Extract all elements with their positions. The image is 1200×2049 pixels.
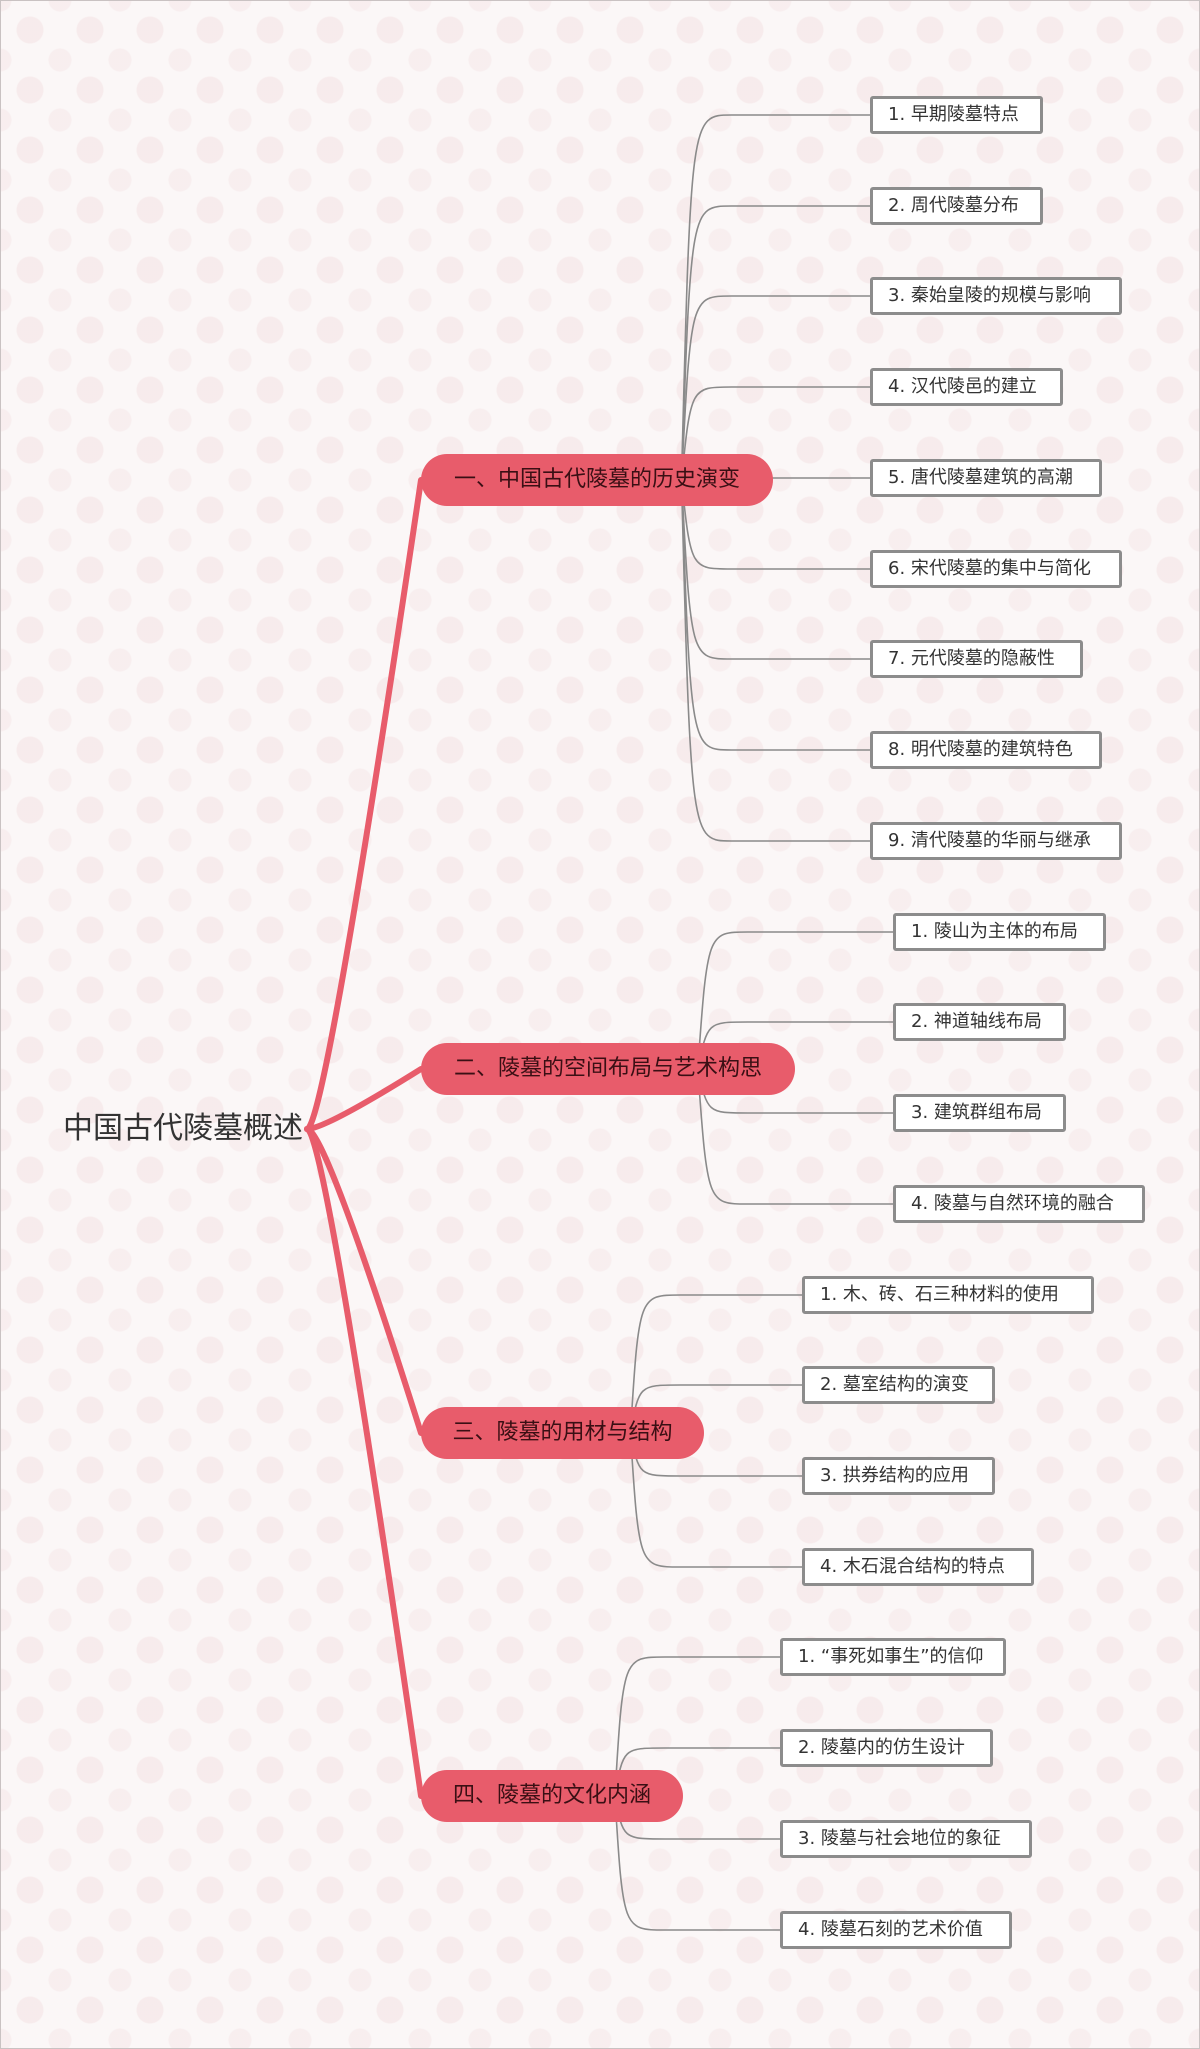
leaf-connector <box>680 114 871 481</box>
leaf-connector <box>680 295 871 481</box>
leaf-history-2[interactable]: 2. 周代陵墓分布 <box>870 187 1043 225</box>
leaf-connector <box>680 479 871 751</box>
leaf-connector <box>680 479 871 570</box>
leaf-connector <box>614 1795 781 1931</box>
branch-history[interactable]: 一、中国古代陵墓的历史演变 <box>421 454 773 506</box>
leaf-spatial-4[interactable]: 4. 陵墓与自然环境的融合 <box>893 1185 1145 1223</box>
leaf-connector <box>696 931 894 1070</box>
leaf-connector <box>680 479 871 660</box>
leaf-materials-4[interactable]: 4. 木石混合结构的特点 <box>802 1548 1034 1586</box>
leaf-spatial-3[interactable]: 3. 建筑群组布局 <box>893 1094 1066 1132</box>
leaf-culture-4[interactable]: 4. 陵墓石刻的艺术价值 <box>780 1911 1012 1949</box>
branch-cultural-meaning[interactable]: 四、陵墓的文化内涵 <box>421 1770 683 1822</box>
branch-spatial-layout[interactable]: 二、陵墓的空间布局与艺术构思 <box>421 1043 795 1095</box>
leaf-spatial-2[interactable]: 2. 神道轴线布局 <box>893 1003 1066 1041</box>
branch-connector <box>304 1126 424 1799</box>
leaf-connector <box>629 1294 803 1434</box>
leaf-connector <box>680 386 871 481</box>
leaf-connector <box>629 1432 803 1568</box>
leaf-history-4[interactable]: 4. 汉代陵邑的建立 <box>870 368 1063 406</box>
leaf-history-1[interactable]: 1. 早期陵墓特点 <box>870 96 1043 134</box>
leaf-history-6[interactable]: 6. 宋代陵墓的集中与简化 <box>870 550 1122 588</box>
central-topic: 中国古代陵墓概述 <box>63 1111 303 1146</box>
leaf-materials-3[interactable]: 3. 拱券结构的应用 <box>802 1457 995 1495</box>
leaf-materials-1[interactable]: 1. 木、砖、石三种材料的使用 <box>802 1276 1094 1314</box>
leaf-culture-2[interactable]: 2. 陵墓内的仿生设计 <box>780 1729 993 1767</box>
leaf-culture-3[interactable]: 3. 陵墓与社会地位的象征 <box>780 1820 1032 1858</box>
branch-materials-structure[interactable]: 三、陵墓的用材与结构 <box>421 1407 704 1459</box>
leaf-spatial-1[interactable]: 1. 陵山为主体的布局 <box>893 913 1106 951</box>
branch-connector <box>304 477 424 1132</box>
leaf-connector <box>680 205 871 481</box>
leaf-connector <box>680 479 871 842</box>
leaf-materials-2[interactable]: 2. 墓室结构的演变 <box>802 1366 995 1404</box>
leaf-history-9[interactable]: 9. 清代陵墓的华丽与继承 <box>870 822 1122 860</box>
leaf-connector <box>696 1068 894 1205</box>
leaf-history-5[interactable]: 5. 唐代陵墓建筑的高潮 <box>870 459 1102 497</box>
leaf-culture-1[interactable]: 1. “事死如事生”的信仰 <box>780 1638 1006 1676</box>
branch-connector <box>304 1066 424 1132</box>
leaf-history-8[interactable]: 8. 明代陵墓的建筑特色 <box>870 731 1102 769</box>
leaf-history-7[interactable]: 7. 元代陵墓的隐蔽性 <box>870 640 1083 678</box>
leaf-connector <box>614 1656 781 1797</box>
leaf-history-3[interactable]: 3. 秦始皇陵的规模与影响 <box>870 277 1122 315</box>
